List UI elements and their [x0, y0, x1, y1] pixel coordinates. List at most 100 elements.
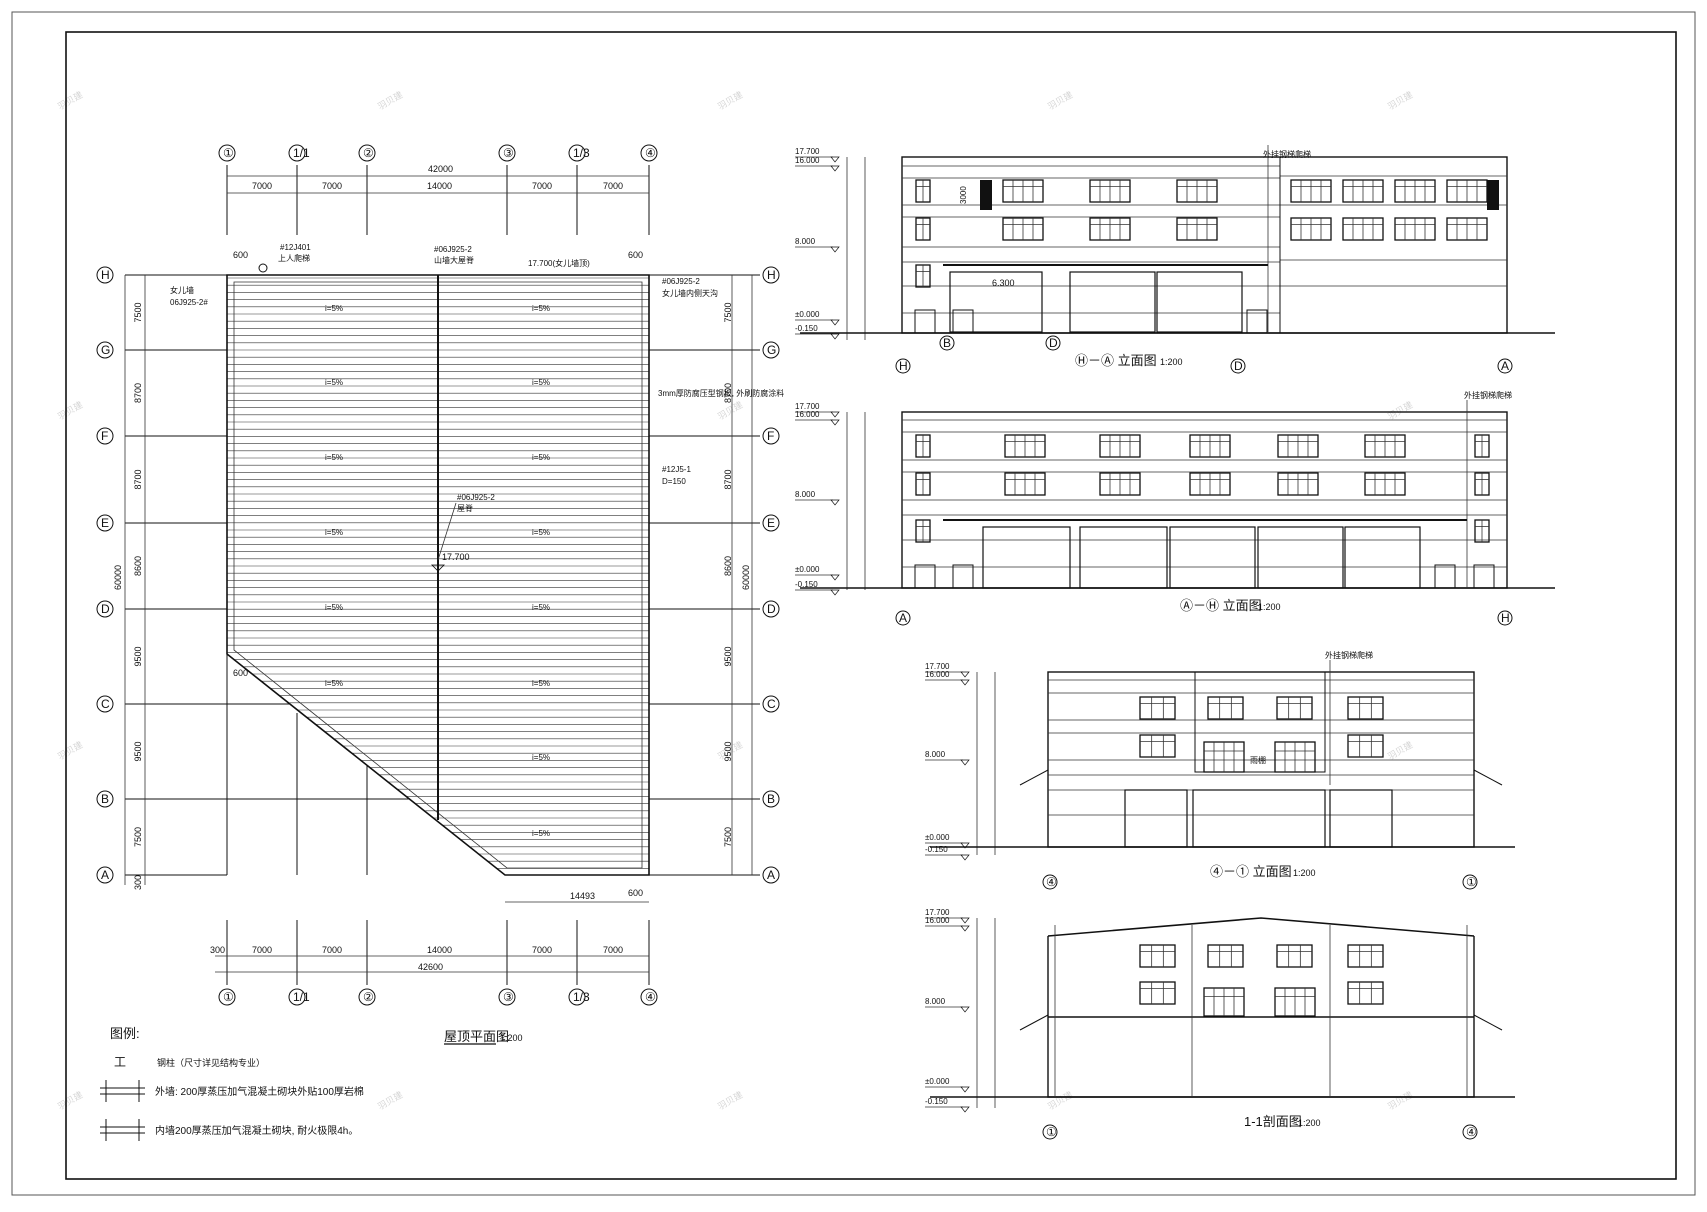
garage-door [1192, 789, 1326, 848]
watermark-text: 羽贝建 [1386, 1089, 1415, 1112]
axis-label: ① [223, 990, 234, 1004]
note-12j401: #12J401 [280, 243, 311, 252]
note-parapet: 女儿墙 [170, 285, 194, 295]
canopy-left [1019, 1014, 1049, 1031]
level-marker-icon [830, 574, 840, 581]
level-marker-icon [960, 1006, 970, 1013]
axis-label: ③ [503, 146, 514, 160]
axis-label: H [899, 359, 908, 373]
dim-text: 7500 [133, 827, 143, 847]
watermark-text: 羽贝建 [1386, 89, 1415, 112]
window [1276, 944, 1313, 968]
level-text: 16.000 [795, 156, 820, 165]
canopy-left [1019, 769, 1049, 786]
garage-door [1124, 789, 1188, 848]
axis-bubble [1230, 358, 1246, 374]
axis-bubble [640, 144, 658, 162]
slope-labels: i=5%i=5%i=5%i=5%i=5%i=5%i=5%i=5%i=5%i=5%… [325, 304, 550, 838]
interior-wall-symbol [100, 1119, 145, 1141]
outer-border [11, 11, 1696, 1196]
louver [1487, 180, 1499, 210]
watermark-text: 羽贝建 [1046, 89, 1075, 112]
level-marker-icon [830, 589, 840, 596]
level-text: ±0.000 [925, 833, 950, 842]
dim-text: 600 [628, 888, 643, 898]
ladder-icon [258, 263, 268, 273]
canopy-right [1473, 769, 1503, 786]
elevation-3-scale: 1:200 [1293, 868, 1316, 878]
axis-label: ④ [645, 146, 656, 160]
slope-label: i=5% [532, 453, 550, 462]
axis-label: F [767, 429, 774, 443]
door [1246, 309, 1268, 334]
window [1276, 696, 1313, 720]
axis-bubble [1042, 1124, 1058, 1140]
steel-column-symbol: 工 [114, 1055, 126, 1069]
elevation-3-title: ④－① 立面图 [1210, 864, 1292, 879]
level-text: -0.150 [925, 845, 948, 854]
dim-text: 7000 [532, 945, 552, 955]
axis-label: D [1049, 336, 1058, 350]
dim-text: 8700 [723, 469, 733, 489]
window [1139, 696, 1176, 720]
dim-text: 9500 [723, 741, 733, 761]
center-bay [1194, 671, 1326, 773]
level-text: -0.150 [925, 1097, 948, 1106]
axis-bubble [762, 514, 780, 532]
window [1207, 944, 1244, 968]
e1-canopy-level: 6.300 [992, 278, 1015, 288]
axis-bubble [640, 988, 658, 1006]
watermark-text: 羽贝建 [56, 739, 85, 762]
section-title: 1-1剖面图 [1244, 1114, 1302, 1129]
door [914, 309, 936, 334]
legend-item-steel-column: 钢柱（尺寸详见结构专业） [157, 1057, 265, 1068]
louver [980, 180, 992, 210]
axis-label: C [101, 697, 110, 711]
dim-text: 8700 [723, 383, 733, 403]
garage-door [1329, 789, 1393, 848]
axis-label: A [767, 868, 775, 882]
axis-label: ③ [503, 990, 514, 1004]
dim-text: 7000 [252, 945, 272, 955]
door [1473, 564, 1495, 589]
axis-bubble [1042, 874, 1058, 890]
level-marker-icon [830, 246, 840, 253]
e1-ladder-tag: 外挂钢梯爬梯 [1263, 149, 1311, 159]
dim-text: 300 [210, 945, 225, 955]
watermark-text: 羽贝建 [376, 1089, 405, 1112]
dim-text: 42600 [418, 962, 443, 972]
axis-label: 1/1 [293, 146, 310, 160]
window [1139, 734, 1176, 758]
garage-door [949, 271, 1043, 333]
roof-plan-scale: 1:200 [500, 1033, 523, 1043]
slope-label: i=5% [325, 528, 343, 537]
door [952, 564, 974, 589]
slope-label: i=5% [325, 603, 343, 612]
level-marker-icon [960, 679, 970, 686]
slope-label: i=5% [532, 304, 550, 313]
e3-ladder-tag: 外挂钢梯爬梯 [1325, 650, 1373, 660]
garage-door [1344, 526, 1421, 589]
dim-text: 7000 [252, 181, 272, 191]
slope-label: i=5% [532, 753, 550, 762]
level-text: ±0.000 [795, 565, 820, 574]
legend-title: 图例: [110, 1026, 140, 1041]
axis-label: 1/3 [573, 146, 590, 160]
e1-dim-3000: 3000 [959, 186, 968, 204]
dim-text: 7000 [322, 945, 342, 955]
axis-label: B [101, 792, 109, 806]
dim-text: 7000 [603, 945, 623, 955]
note-ridge: 屋脊 [457, 503, 473, 513]
note-d150: D=150 [662, 477, 686, 486]
watermark-text: 羽贝建 [56, 1089, 85, 1112]
axis-label: E [101, 516, 109, 530]
axis-label: A [1501, 359, 1509, 373]
level-marker-icon [830, 411, 840, 418]
window [1139, 944, 1176, 968]
axis-bubble [762, 600, 780, 618]
legend: 图例: 工 钢柱（尺寸详见结构专业） 外墙: 200厚蒸压加气混凝土砌块外贴10… [100, 1026, 364, 1141]
axis-label: ④ [1046, 875, 1057, 889]
axis-bubble [568, 988, 586, 1006]
exterior-wall-symbol [100, 1080, 145, 1102]
